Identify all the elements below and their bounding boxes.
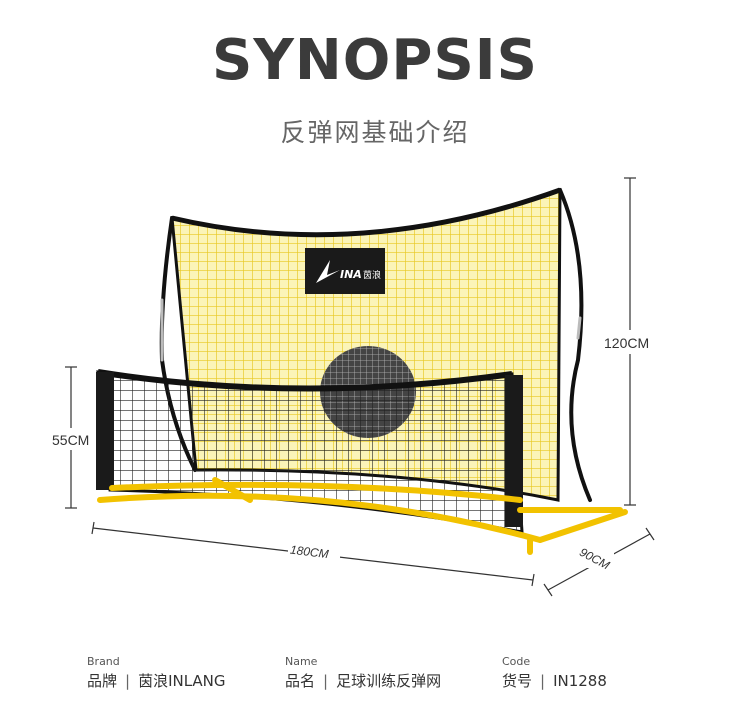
- brand-info: Brand 品牌 | 茵浪INLANG: [87, 655, 226, 691]
- code-label: Code: [502, 655, 531, 668]
- brand-sep: |: [125, 672, 131, 690]
- brand-value: 茵浪INLANG: [138, 672, 226, 690]
- code-key: 货号: [502, 672, 533, 690]
- name-key: 品名: [285, 672, 316, 690]
- logo-cn-text: 茵浪: [363, 269, 381, 281]
- brand-label: Brand: [87, 655, 120, 668]
- name-sep: |: [323, 672, 329, 690]
- dim-width: 180CM: [289, 543, 329, 562]
- dim-depth: 90CM: [577, 545, 612, 572]
- name-label: Name: [285, 655, 318, 668]
- logo-text: INA: [340, 268, 362, 281]
- name-value: 足球训练反弹网: [336, 672, 442, 690]
- page-title: SYNOPSIS: [212, 28, 538, 93]
- yellow-base-frame: [97, 477, 628, 555]
- dim-height-large: 120CM: [604, 335, 649, 351]
- brand-value-line: 品牌 | 茵浪INLANG: [87, 670, 226, 691]
- code-value-line: 货号 | IN1288: [502, 670, 607, 691]
- brand-key: 品牌: [87, 672, 118, 690]
- code-sep: |: [540, 672, 546, 690]
- code-value: IN1288: [553, 672, 607, 690]
- name-info: Name 品名 | 足球训练反弹网: [285, 655, 441, 691]
- dim-height-small: 55CM: [52, 432, 89, 448]
- small-rebound-net: [96, 369, 524, 534]
- name-value-line: 品名 | 足球训练反弹网: [285, 670, 441, 691]
- page-subtitle: 反弹网基础介绍: [280, 118, 470, 147]
- brand-logo: INA 茵浪: [316, 260, 381, 283]
- code-info: Code 货号 | IN1288: [502, 655, 607, 691]
